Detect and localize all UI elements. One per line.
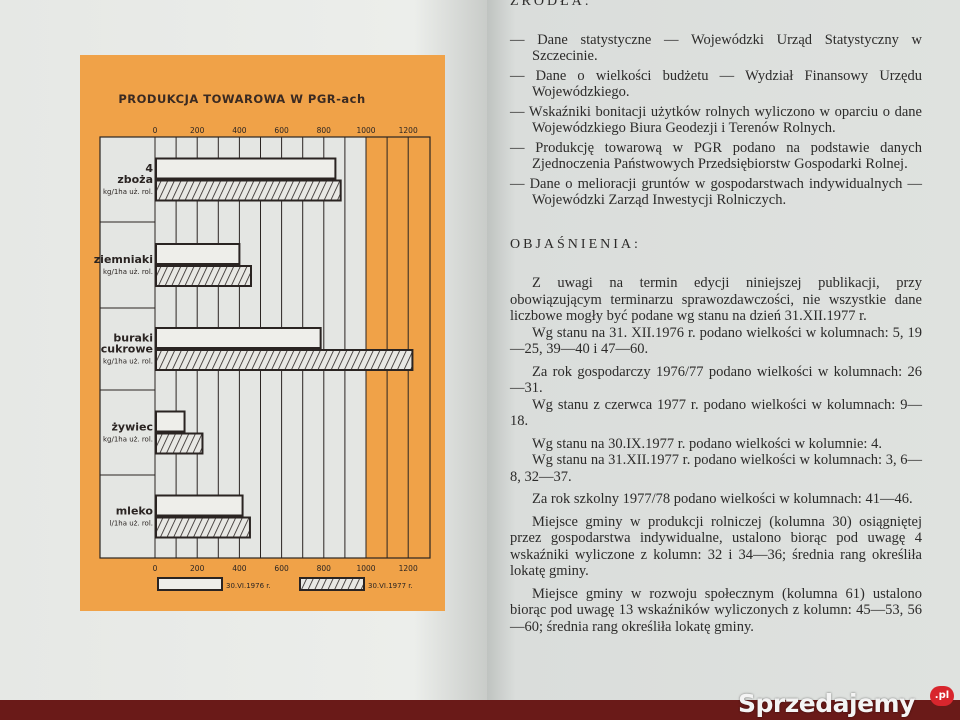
x-tick-label-bottom: 200 <box>190 564 205 573</box>
category-label: mleko <box>116 505 154 518</box>
paragraph: Wg stanu z czerwca 1977 r. podano wielko… <box>510 396 922 430</box>
x-tick-label-top: 1200 <box>399 126 418 135</box>
x-tick-label-bottom: 0 <box>153 564 158 573</box>
paragraph: Z uwagi na termin edycji niniejszej publ… <box>510 275 922 324</box>
bar-white <box>155 243 241 265</box>
source-item: — Produkcję towarową w PGR podano na pod… <box>510 139 922 173</box>
bar-hatched <box>155 349 414 371</box>
sources-heading: ŹRÓDŁA: <box>510 0 592 9</box>
source-item: — Dane o wielkości budżetu — Wydział Fin… <box>510 67 922 101</box>
source-item: — Wskaźniki bonitacji użytków rolnych wy… <box>510 103 922 137</box>
bar-hatched <box>155 432 204 455</box>
right-page-text: ŹRÓDŁA: — Dane statystyczne — Wojewódzki… <box>510 0 922 635</box>
paragraph: Wg stanu na 31. XII.1976 r. podano wielk… <box>510 324 922 358</box>
paragraph: Miejsce gminy w produkcji rolniczej (kol… <box>510 513 922 580</box>
category-label: cukrowe <box>101 343 153 356</box>
legend-swatch-white <box>157 577 223 591</box>
bar-white <box>155 494 244 517</box>
paragraph: Wg stanu na 31.XII.1977 r. podano wielko… <box>510 452 922 485</box>
bar-hatched <box>155 516 251 539</box>
x-tick-label-bottom: 1000 <box>356 564 375 573</box>
chart-title: PRODUKCJA TOWAROWA W PGR-ach <box>118 92 365 106</box>
legend-swatch-hatched <box>299 577 365 591</box>
category-unit: kg/1ha uż. rol. <box>103 188 153 196</box>
paragraph: Miejsce gminy w rozwoju społecznym (kolu… <box>510 585 922 635</box>
x-tick-label-bottom: 1200 <box>399 564 418 573</box>
x-tick-label-top: 200 <box>190 126 205 135</box>
right-page <box>487 0 960 705</box>
x-tick-label-bottom: 600 <box>274 564 289 573</box>
bar-white <box>155 157 337 180</box>
category-unit: kg/1ha uż. rol. <box>103 436 153 444</box>
category-label: zboża <box>117 173 153 186</box>
category-unit: kg/1ha uż. rol. <box>103 358 153 366</box>
source-item: — Dane statystyczne — Wojewódzki Urząd S… <box>510 31 922 65</box>
category-unit: l/1ha uż. rol. <box>110 520 153 528</box>
x-tick-label-bottom: 400 <box>232 564 247 573</box>
x-tick-label-top: 600 <box>274 126 289 135</box>
category-label: żywiec <box>112 421 154 434</box>
x-tick-label-bottom: 800 <box>317 564 332 573</box>
bar-white <box>155 410 186 433</box>
watermark-logo: Sprzedajemy <box>738 689 915 718</box>
legend-label: 30.VI.1976 r. <box>226 582 271 590</box>
bar-hatched <box>155 265 253 287</box>
explanations-heading: OBJAŚNIENIA: <box>510 236 641 252</box>
x-tick-label-top: 1000 <box>356 126 375 135</box>
plot-border <box>99 136 431 559</box>
category-unit: kg/1ha uż. rol. <box>103 268 153 276</box>
x-tick-label-top: 400 <box>232 126 247 135</box>
x-tick-label-top: 800 <box>317 126 332 135</box>
paragraph: Za rok szkolny 1977/78 podano wielkości … <box>532 491 913 507</box>
x-tick-label-top: 0 <box>153 126 158 135</box>
source-item: — Dane o melioracji gruntów w gospodarst… <box>510 175 922 209</box>
category-label: buraki <box>113 332 153 345</box>
bar-hatched <box>155 179 342 202</box>
category-label: 4 <box>145 162 153 175</box>
paragraph: Wg stanu na 30.IX.1977 r. podano wielkoś… <box>532 435 882 452</box>
table-surface <box>0 700 960 720</box>
bar-white <box>155 327 322 349</box>
watermark-badge: .pl <box>930 686 954 706</box>
legend-label: 30.VI.1977 r. <box>368 582 413 590</box>
paragraph: Za rok gospodarczy 1976/77 podano wielko… <box>510 363 922 397</box>
category-label: ziemniaki <box>94 253 153 266</box>
